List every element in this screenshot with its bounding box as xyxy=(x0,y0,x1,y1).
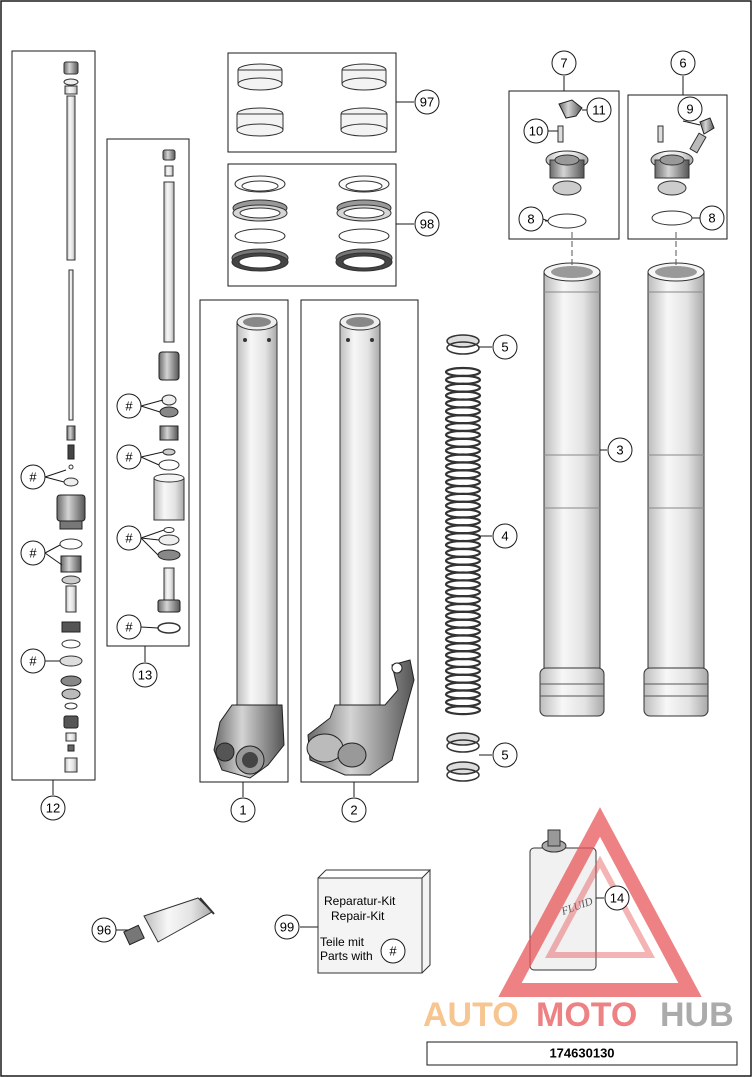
svg-text:#: # xyxy=(29,654,37,669)
svg-text:3: 3 xyxy=(616,443,623,458)
callout-13: 13 xyxy=(132,662,158,688)
kit-label-en: Repair-Kit xyxy=(331,909,385,923)
callout-97: 97 xyxy=(414,89,440,115)
svg-text:#: # xyxy=(125,620,133,635)
svg-text:5: 5 xyxy=(501,340,508,355)
fork-oil-can-14: FLUID xyxy=(529,829,604,971)
hash-marker: # xyxy=(20,464,46,490)
svg-text:7: 7 xyxy=(560,56,567,71)
outer-tube-3 xyxy=(539,232,709,717)
svg-text:14: 14 xyxy=(610,891,624,906)
callout-7: 7 xyxy=(551,50,577,76)
inner-tube-1 xyxy=(199,299,289,797)
kit-parts-en: Parts with xyxy=(320,949,373,963)
callout-5-top: 5 xyxy=(492,334,518,360)
callout-6: 6 xyxy=(670,50,696,76)
fork-cap-assembly-7 xyxy=(508,76,620,240)
callout-4: 4 xyxy=(492,523,518,549)
svg-text:6: 6 xyxy=(679,56,686,71)
fork-cap-assembly-6 xyxy=(627,76,728,240)
leader-lines xyxy=(44,120,701,662)
callout-3: 3 xyxy=(607,437,633,463)
callout-98: 98 xyxy=(414,211,440,237)
part-number-box: 174630130 xyxy=(426,1041,738,1066)
cartridge-assembly-13 xyxy=(106,138,190,662)
callout-96: 96 xyxy=(91,917,117,943)
svg-text:#: # xyxy=(125,450,133,465)
watermark-moto: MOTO xyxy=(536,996,637,1034)
svg-text:#: # xyxy=(29,546,37,561)
svg-text:5: 5 xyxy=(501,748,508,763)
callout-11: 11 xyxy=(586,97,612,123)
callout-2: 2 xyxy=(341,797,367,823)
svg-text:1: 1 xyxy=(239,803,246,818)
callouts: 1 2 3 4 5 5 6 7 8 8 9 10 11 12 13 14 96 … xyxy=(20,50,725,943)
callout-10: 10 xyxy=(523,118,549,144)
svg-text:#: # xyxy=(29,470,37,485)
callout-8-right: 8 xyxy=(699,205,725,231)
svg-text:97: 97 xyxy=(420,95,434,110)
svg-text:2: 2 xyxy=(350,803,357,818)
svg-text:98: 98 xyxy=(420,217,434,232)
hash-marker: # xyxy=(116,614,142,640)
bushing-set-97 xyxy=(227,52,414,153)
svg-text:#: # xyxy=(125,531,133,546)
spring-coil xyxy=(444,705,482,716)
svg-text:#: # xyxy=(125,399,133,414)
hash-marker: # xyxy=(20,540,46,566)
inner-tube-2 xyxy=(300,299,419,797)
svg-text:13: 13 xyxy=(138,668,152,683)
svg-text:96: 96 xyxy=(97,923,111,938)
kit-parts-de: Teile mit xyxy=(320,935,365,949)
svg-text:4: 4 xyxy=(501,529,508,544)
svg-text:99: 99 xyxy=(280,920,294,935)
kit-hash-symbol: # xyxy=(389,944,397,959)
hash-marker: # xyxy=(116,444,142,470)
hash-marker: # xyxy=(116,525,142,551)
callout-12: 12 xyxy=(40,795,66,821)
spring-4 xyxy=(444,334,492,782)
hash-marker: # xyxy=(116,393,142,419)
watermark-logo: AUTO MOTO HUB xyxy=(423,807,734,1034)
callout-9: 9 xyxy=(677,96,703,122)
svg-text:11: 11 xyxy=(592,103,606,118)
svg-text:8: 8 xyxy=(527,212,534,227)
cartridge-assembly-12 xyxy=(11,50,96,795)
callout-99: 99 xyxy=(274,914,300,940)
repair-kit-99: Reparatur-Kit Repair-Kit Teile mit Parts… xyxy=(300,868,431,974)
svg-text:8: 8 xyxy=(708,211,715,226)
callout-5-bottom: 5 xyxy=(492,742,518,768)
callout-1: 1 xyxy=(230,797,256,823)
svg-text:10: 10 xyxy=(529,124,543,139)
svg-text:9: 9 xyxy=(686,102,693,117)
part-number: 174630130 xyxy=(549,1046,614,1061)
hash-marker: # xyxy=(20,648,46,674)
callout-8-left: 8 xyxy=(518,206,544,232)
kit-label-de: Reparatur-Kit xyxy=(324,894,396,908)
watermark-auto: AUTO xyxy=(423,996,519,1034)
seal-set-98 xyxy=(227,163,414,287)
svg-text:12: 12 xyxy=(46,801,60,816)
callout-14: 14 xyxy=(604,885,630,911)
watermark-hub: HUB xyxy=(660,996,734,1034)
grease-tube-96 xyxy=(116,897,215,946)
